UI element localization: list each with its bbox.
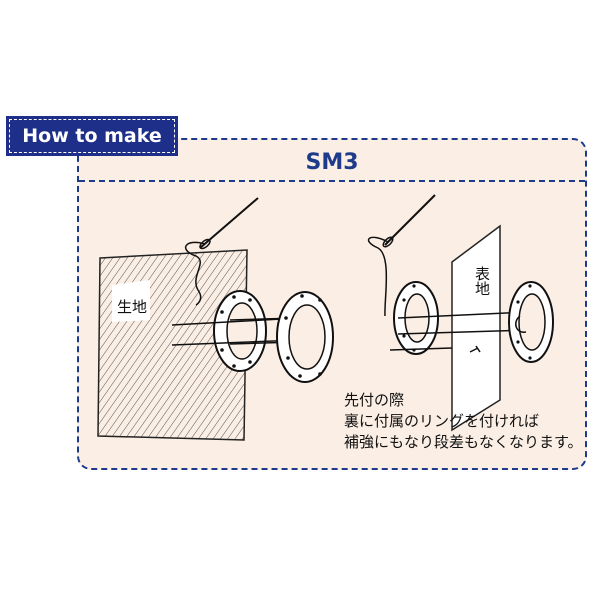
- needle-icon: [199, 197, 259, 250]
- fabric-label: 生地: [117, 298, 148, 316]
- instruction-note: 先付の際 裏に付属のリングを付ければ 補強にもなり段差もなくなります。: [344, 390, 583, 453]
- grommet-ring-right: [508, 281, 554, 363]
- note-line-1: 先付の際: [344, 391, 405, 409]
- grommet-back-ring: [213, 290, 267, 372]
- thread-line-right: [367, 236, 389, 317]
- connector-bars-right: [389, 311, 529, 351]
- badge-label: How to make: [9, 119, 175, 153]
- outer-fabric-label: 表地: [473, 266, 491, 296]
- panel-title: SM3: [305, 150, 359, 175]
- note-line-2: 裏に付属のリングを付ければ: [344, 412, 540, 430]
- thread-line: [184, 241, 206, 306]
- small-key-mark: [469, 345, 481, 353]
- note-line-3: 補強にもなり段差もなくなります。: [344, 433, 583, 451]
- support-ring: [393, 281, 439, 355]
- how-to-make-badge: How to make: [6, 116, 178, 156]
- grommet-front-ring: [276, 291, 334, 383]
- loop-hook: [515, 315, 527, 333]
- outer-fabric-sheet: [451, 224, 501, 432]
- needle-icon-right: [382, 194, 436, 248]
- title-divider: [79, 180, 585, 182]
